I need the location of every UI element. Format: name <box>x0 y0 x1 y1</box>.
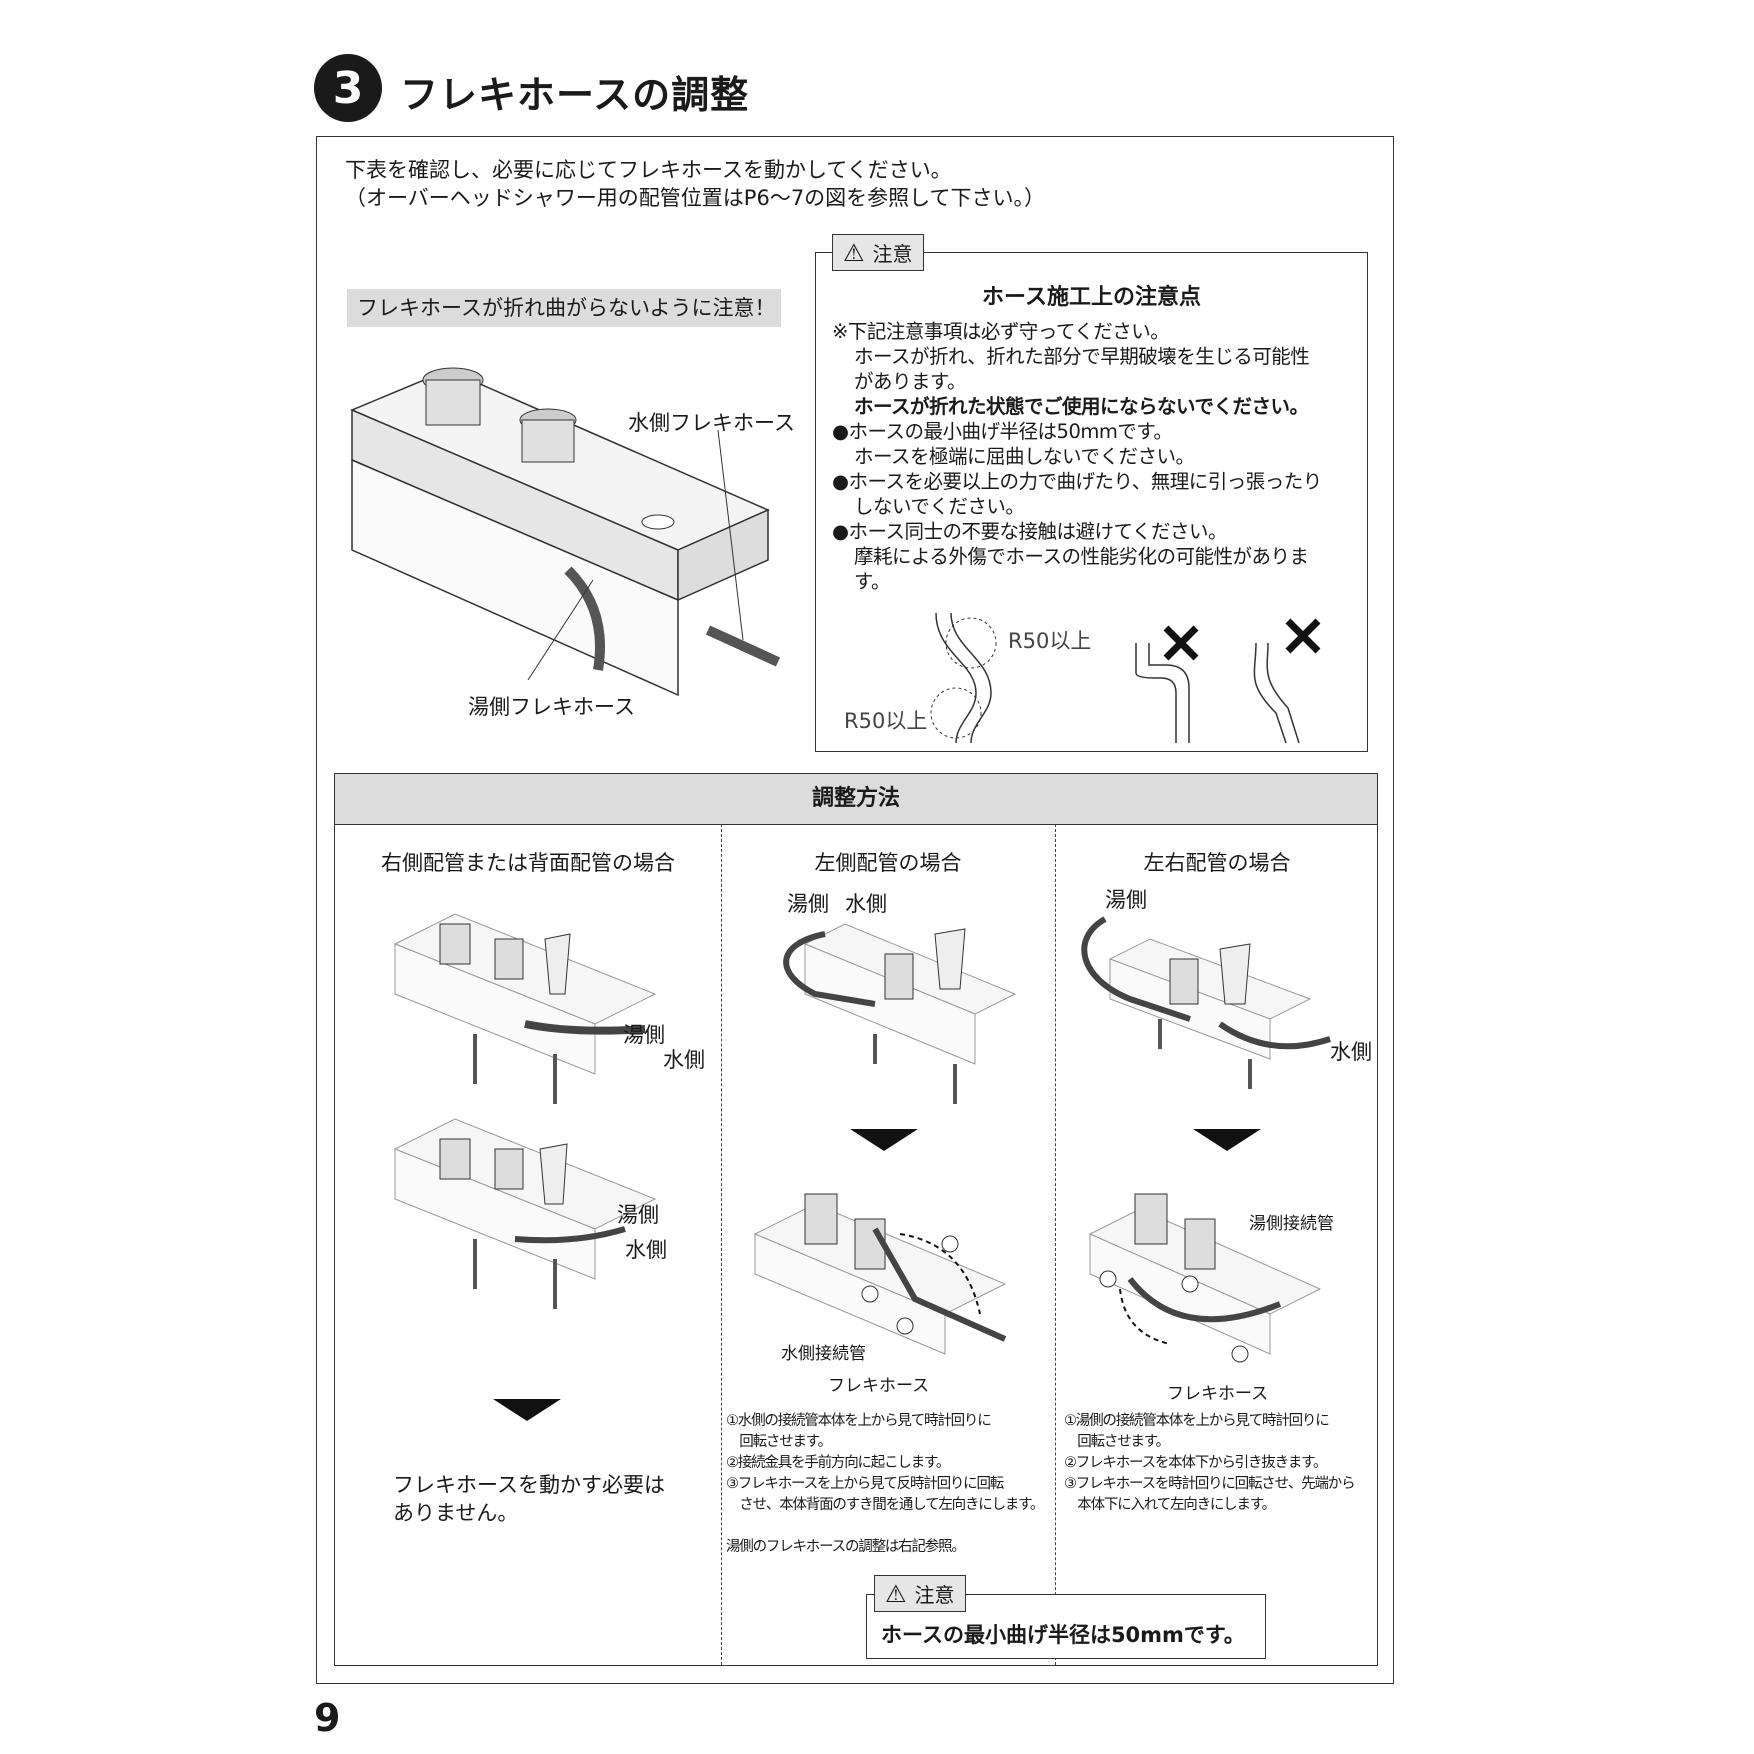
col3-figure-after <box>1088 1193 1322 1363</box>
intro-text: 下表を確認し、必要に応じてフレキホースを動かしてください。 （オーバーヘッドシャ… <box>345 156 1045 212</box>
col1-result: フレキホースを動かす必要は ありません。 <box>393 1471 665 1527</box>
intro-line-2: （オーバーヘッドシャワー用の配管位置はP6〜7の図を参照して下さい。） <box>345 186 1046 210</box>
col1-figure-after <box>393 1118 657 1309</box>
col3-figure-before <box>1081 916 1331 1089</box>
r50-label-top: R50以上 <box>1008 629 1092 653</box>
hot-hose-label: 湯側フレキホース <box>468 695 635 719</box>
hose-warning-label: フレキホースが折れ曲がらないように注意！ <box>347 289 781 327</box>
step-line: 回転させます。 <box>1064 1434 1170 1450</box>
col3-water-label: 水側 <box>1330 1040 1372 1064</box>
step-line: 回転させます。 <box>726 1434 832 1450</box>
adjustment-title: 調整方法 <box>335 774 1377 825</box>
col2-water-label: 水側 <box>845 892 887 916</box>
result-line: ありません。 <box>393 1501 519 1525</box>
caution-title: ホース施工上の注意点 <box>982 285 1201 310</box>
bullet-icon: ● <box>832 470 849 493</box>
col3-pipe-label: 湯側接続管 <box>1249 1214 1334 1234</box>
adjustment-table: 調整方法 右側配管または背面配管の場合 湯側 水側 湯側 水側 フレキホースを動… <box>334 773 1378 1666</box>
r50-label-bottom: R50以上 <box>844 709 928 733</box>
caution-note: ※下記注意事項は必ず守ってください。 ホースが折れ、折れた部分で早期破壊を生じる… <box>832 319 1322 594</box>
step-line: ②接続金具を手前方向に起こします。 <box>726 1455 950 1471</box>
ng-cross-icon <box>1285 618 1321 654</box>
col1-water-label-2: 水側 <box>625 1238 667 1262</box>
bottom-caution-box: ホースの最小曲げ半径は50mmです。 <box>866 1594 1266 1659</box>
content-frame <box>316 136 1394 1684</box>
step-line: ①湯側の接続管本体を上から見て時計回りに <box>1064 1413 1330 1429</box>
bullet-line: す。 <box>854 570 891 593</box>
col3-steps: ①湯側の接続管本体を上から見て時計回りに 回転させます。 ②フレキホースを本体下… <box>1064 1411 1356 1516</box>
column-divider <box>721 824 722 1665</box>
bullet-line: ホースを必要以上の力で曲げたり、無理に引っ張ったり <box>848 470 1323 493</box>
step-line: ①水側の接続管本体を上から見て時計回りに <box>726 1413 992 1429</box>
bend-radius-diagram <box>930 612 1321 744</box>
col2-steps: ①水側の接続管本体を上から見て時計回りに 回転させます。 ②接続金具を手前方向に… <box>726 1411 1045 1558</box>
col2-pipe-label: 水側接続管 <box>781 1344 866 1364</box>
bullet-icon: ● <box>832 420 849 443</box>
col2-note: 湯側のフレキホースの調整は右記参照。 <box>726 1539 966 1555</box>
hose-caution-box: ホース施工上の注意点 ※下記注意事項は必ず守ってください。 ホースが折れ、折れた… <box>815 252 1368 752</box>
intro-line-1: 下表を確認し、必要に応じてフレキホースを動かしてください。 <box>345 158 952 182</box>
bottom-caution-tag: ⚠ 注意 <box>874 1575 966 1612</box>
col2-figure-before <box>783 923 1017 1104</box>
step-line: ②フレキホースを本体下から引き抜きます。 <box>1064 1455 1328 1471</box>
bullet-line: しないでください。 <box>854 495 1025 518</box>
bullet-line: ホース同士の不要な接触は避けてください。 <box>848 520 1228 543</box>
col2-heading: 左側配管の場合 <box>814 851 962 875</box>
col1-hot-label-1: 湯側 <box>623 1023 665 1047</box>
col1-heading: 右側配管または背面配管の場合 <box>381 851 675 875</box>
bullet-line: ホースの最小曲げ半径は50mmです。 <box>848 420 1173 443</box>
note-line: があります。 <box>854 370 967 393</box>
warning-triangle-icon: ⚠ <box>843 238 865 267</box>
ng-cross-icon <box>1163 625 1199 661</box>
step-line: ③フレキホースを時計回りに回転させ、先端から <box>1064 1476 1356 1492</box>
note-mark: ※ <box>832 320 848 343</box>
caution-tag-label: 注意 <box>872 242 913 266</box>
note-line: 下記注意事項は必ず守ってください。 <box>847 320 1170 343</box>
step-line: させ、本体背面のすき間を通して左向きにします。 <box>726 1497 1044 1513</box>
bottom-caution-text: ホースの最小曲げ半径は50mmです。 <box>881 1623 1245 1647</box>
col3-hot-label: 湯側 <box>1105 888 1147 912</box>
col2-hot-label: 湯側 <box>787 892 829 916</box>
bullet-icon: ● <box>832 520 849 543</box>
down-arrow-icon <box>850 1129 918 1151</box>
warning-triangle-icon: ⚠ <box>885 1579 907 1608</box>
col1-water-label-1: 水側 <box>663 1048 705 1072</box>
col3-hose-label: フレキホース <box>1167 1384 1269 1404</box>
col2-figure-after <box>753 1193 1007 1355</box>
caution-tag-label: 注意 <box>914 1583 955 1607</box>
column-divider <box>1055 824 1056 1665</box>
bullet-line: 摩耗による外傷でホースの性能劣化の可能性がありま <box>854 545 1309 568</box>
note-line: ホースが折れ、折れた部分で早期破壊を生じる可能性 <box>854 345 1310 368</box>
col1-figure-before <box>393 913 657 1104</box>
note-bold-line: ホースが折れた状態でご使用にならないでください。 <box>854 395 1309 418</box>
page-title: フレキホースの調整 <box>400 73 750 117</box>
result-line: フレキホースを動かす必要は <box>393 1473 665 1497</box>
step-number-badge: 3 <box>314 54 382 122</box>
water-hose-label: 水側フレキホース <box>628 411 795 435</box>
down-arrow-icon <box>1193 1129 1261 1151</box>
col3-heading: 左右配管の場合 <box>1143 851 1291 875</box>
down-arrow-icon <box>493 1399 561 1421</box>
unit-illustration <box>350 367 781 697</box>
col2-hose-label: フレキホース <box>828 1376 930 1396</box>
caution-tag: ⚠ 注意 <box>832 234 924 271</box>
step-line: ③フレキホースを上から見て反時計回りに回転 <box>726 1476 1004 1492</box>
step-line: 本体下に入れて左向きにします。 <box>1064 1497 1276 1513</box>
col1-hot-label-2: 湯側 <box>617 1203 659 1227</box>
bullet-line: ホースを極端に屈曲しないでください。 <box>854 445 1195 468</box>
page-number: 9 <box>314 1696 341 1740</box>
